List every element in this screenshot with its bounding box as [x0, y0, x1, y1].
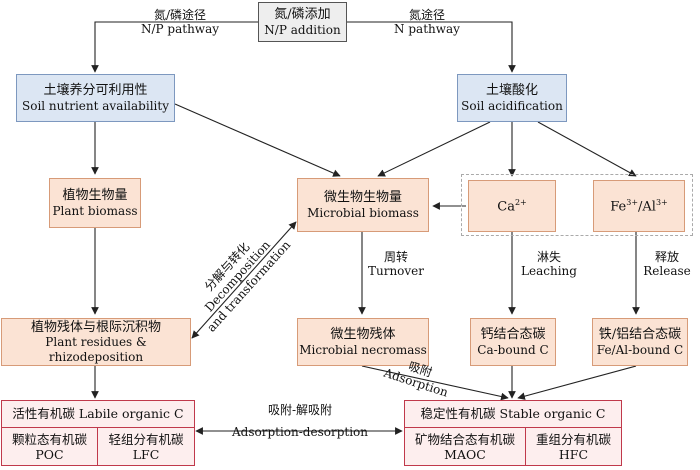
- np-addition-box: 氮/磷添加 N/P addition: [258, 2, 347, 42]
- microbial-biomass-en: Microbial biomass: [307, 205, 419, 220]
- arrow-fe-bound-to-stable: [517, 365, 637, 400]
- microbial-biomass-zh: 微生物生物量: [323, 190, 402, 205]
- fe-sup: 3+: [626, 197, 639, 207]
- microbial-necromass-box: 微生物残体 Microbial necromass: [297, 318, 429, 366]
- n-pathway-zh: 氮途径: [408, 8, 445, 22]
- ca-sup: 2+: [514, 197, 527, 207]
- fe-al-label: Fe3+/Al3+: [610, 198, 668, 215]
- arrow-acid-to-microbial: [377, 121, 491, 177]
- ca-bound-box: 钙结合态碳 Ca-bound C: [470, 318, 556, 366]
- fe-al-bound-box: 铁/铝结合态碳 Fe/Al-bound C: [592, 318, 688, 366]
- leaching-label: 淋失 Leaching: [514, 250, 584, 279]
- ca-bound-en: Ca-bound C: [477, 342, 549, 357]
- fe-al-bound-en: Fe/Al-bound C: [596, 342, 684, 357]
- labile-split: 颗粒态有机碳 POC 轻组分有机碳 LFC: [2, 427, 194, 466]
- plant-biomass-box: 植物生物量 Plant biomass: [49, 178, 141, 228]
- microbial-biomass-box: 微生物生物量 Microbial biomass: [297, 178, 429, 232]
- arrow-nutrient-to-microbial: [174, 103, 341, 177]
- ca-base: Ca: [497, 198, 515, 214]
- maoc-en: MAOC: [444, 447, 486, 462]
- arrow-np-pathway: [91, 21, 258, 73]
- leaching-en: Leaching: [521, 264, 577, 279]
- ads-des-en: Adsorption-desorption: [231, 425, 368, 440]
- lfc-en: LFC: [132, 447, 160, 462]
- plant-residues-en: Plant residues & rhizodeposition: [45, 335, 147, 364]
- turnover-zh: 周转: [383, 250, 408, 264]
- al-sup: 3+: [655, 197, 668, 207]
- arrow-adsorption: [361, 365, 509, 401]
- stable-organic-c-box: 稳定性有机碳 Stable organic C 矿物结合态有机碳 MAOC 重组…: [404, 400, 622, 466]
- n-pathway-en: N pathway: [394, 22, 460, 37]
- ads-des-zh: 吸附-解吸附: [267, 403, 333, 417]
- cations-group: [461, 174, 693, 236]
- lfc-cell: 轻组分有机碳 LFC: [98, 428, 194, 466]
- turnover-en: Turnover: [367, 264, 425, 279]
- np-pathway-zh: 氮/磷途径: [153, 8, 207, 22]
- release-label: 释放 Release: [636, 250, 698, 279]
- lfc-zh: 轻组分有机碳: [108, 432, 184, 447]
- n-pathway-label: 氮途径 N pathway: [372, 8, 482, 37]
- leaching-zh: 淋失: [536, 250, 561, 264]
- labile-organic-c-box: 活性有机碳 Labile organic C 颗粒态有机碳 POC 轻组分有机碳…: [1, 400, 195, 466]
- arrow-n-pathway: [347, 21, 516, 73]
- hfc-zh: 重组分有机碳: [535, 432, 611, 447]
- plant-biomass-zh: 植物生物量: [62, 188, 128, 203]
- adsorption-desorption-label: 吸附-解吸附 Adsorption-desorption: [225, 403, 375, 440]
- arrow-acid-to-fe: [537, 121, 637, 177]
- soil-nutrient-box: 土壤养分可利用性 Soil nutrient availability: [16, 74, 175, 122]
- turnover-label: 周转 Turnover: [366, 250, 426, 279]
- poc-zh: 颗粒态有机碳: [11, 432, 87, 447]
- plant-residues-zh: 植物残体与根际沉积物: [30, 319, 161, 335]
- hfc-en: HFC: [558, 447, 589, 462]
- np-pathway-en: N/P pathway: [140, 22, 220, 37]
- microbial-necromass-en: Microbial necromass: [299, 342, 427, 357]
- ca-box: Ca2+: [468, 180, 556, 232]
- fe-al-bound-zh: 铁/铝结合态碳: [598, 327, 682, 342]
- fe-base: Fe: [610, 198, 627, 214]
- plant-biomass-en: Plant biomass: [52, 203, 138, 218]
- np-addition-zh: 氮/磷添加: [274, 7, 331, 22]
- poc-en: POC: [35, 447, 64, 462]
- al-base: /Al: [638, 198, 656, 214]
- fe-al-box: Fe3+/Al3+: [593, 180, 685, 232]
- maoc-zh: 矿物结合态有机碳: [414, 432, 515, 447]
- soil-acidification-zh: 土壤酸化: [485, 83, 538, 98]
- plant-residues-box: 植物残体与根际沉积物 Plant residues & rhizodeposit…: [1, 318, 191, 366]
- release-zh: 释放: [654, 250, 679, 264]
- soil-nutrient-en: Soil nutrient availability: [22, 98, 169, 113]
- hfc-cell: 重组分有机碳 HFC: [526, 428, 621, 466]
- np-pathway-label: 氮/磷途径 N/P pathway: [125, 8, 235, 37]
- poc-cell: 颗粒态有机碳 POC: [2, 428, 98, 466]
- maoc-cell: 矿物结合态有机碳 MAOC: [405, 428, 526, 466]
- stable-split: 矿物结合态有机碳 MAOC 重组分有机碳 HFC: [405, 427, 621, 466]
- stable-title: 稳定性有机碳 Stable organic C: [420, 406, 606, 421]
- soil-nutrient-zh: 土壤养分可利用性: [43, 83, 148, 98]
- soil-acidification-en: Soil acidification: [461, 98, 563, 113]
- soil-acidification-box: 土壤酸化 Soil acidification: [457, 74, 567, 122]
- labile-title: 活性有机碳 Labile organic C: [12, 406, 184, 421]
- microbial-necromass-zh: 微生物残体: [330, 327, 396, 342]
- ca-bound-zh: 钙结合态碳: [480, 327, 546, 342]
- np-addition-en: N/P addition: [264, 22, 341, 37]
- arrow-decomposition: [191, 221, 297, 339]
- ca-label: Ca2+: [497, 198, 527, 215]
- release-en: Release: [643, 264, 691, 279]
